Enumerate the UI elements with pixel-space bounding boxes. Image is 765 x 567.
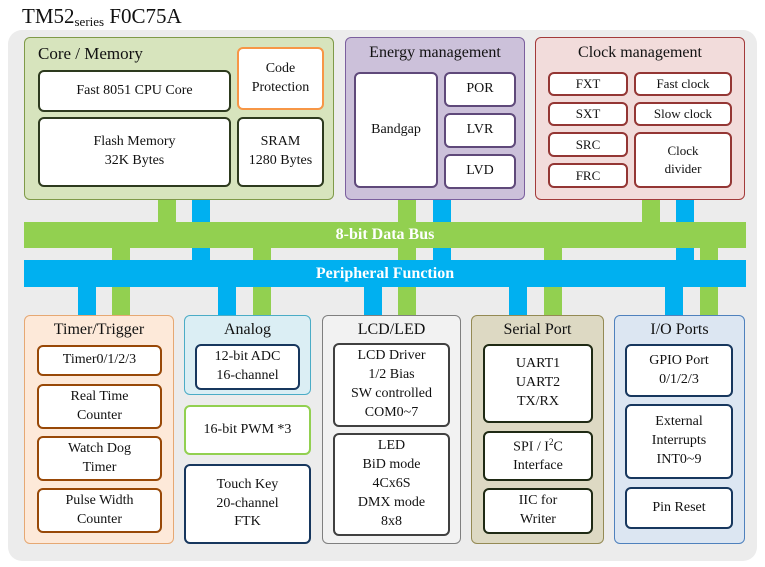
pulse-width-box: Pulse Width Counter: [37, 488, 162, 533]
clock-heading: Clock management: [578, 44, 702, 61]
data-bus: 8-bit Data Bus: [24, 222, 746, 248]
serial-heading: Serial Port: [503, 321, 572, 338]
iic-writer-box: IIC for Writer: [483, 488, 593, 534]
chip-title: TM52series F0C75A: [22, 4, 182, 29]
flash-memory-box: Flash Memory 32K Bytes: [38, 117, 231, 187]
pwm-box: 16-bit PWM *3: [184, 405, 311, 455]
clock-data-connector: [642, 200, 660, 222]
src-box: SRC: [548, 132, 628, 157]
touch-key-box: Touch Key 20-channel FTK: [184, 464, 311, 544]
energy-data-connector: [398, 200, 416, 222]
io-heading: I/O Ports: [650, 321, 709, 338]
timer0123-box: Timer0/1/2/3: [37, 345, 162, 376]
energy-heading: Energy management: [369, 44, 501, 61]
lcd-led-heading: LCD/LED: [357, 321, 426, 338]
lcd-driver-box: LCD Driver 1/2 Bias SW controlled COM0~7: [333, 343, 450, 427]
adc-box: 12-bit ADC 16-channel: [195, 344, 300, 390]
fxt-box: FXT: [548, 72, 628, 96]
clock-divider-box: Clock divider: [634, 132, 732, 188]
io-periph-connector: [665, 287, 683, 315]
timer-heading: Timer/Trigger: [53, 321, 145, 338]
cpu-core-box: Fast 8051 CPU Core: [38, 70, 231, 112]
led-box: LED BiD mode 4Cx6S DMX mode 8x8: [333, 433, 450, 536]
por-box: POR: [444, 72, 516, 107]
fast-clock-box: Fast clock: [634, 72, 732, 96]
pin-reset-box: Pin Reset: [625, 487, 733, 529]
spi-i2c-box: SPI / I2C Interface: [483, 431, 593, 481]
analog-heading: Analog: [223, 321, 272, 338]
sram-box: SRAM 1280 Bytes: [237, 117, 324, 187]
ext-interrupts-box: External Interrupts INT0~9: [625, 404, 733, 479]
serial-periph-connector: [509, 287, 527, 315]
uart-box: UART1 UART2 TX/RX: [483, 344, 593, 423]
core-data-connector: [158, 200, 176, 222]
bandgap-box: Bandgap: [354, 72, 438, 188]
lvr-box: LVR: [444, 113, 516, 148]
analog-periph-connector: [218, 287, 236, 315]
frc-box: FRC: [548, 163, 628, 188]
peripheral-bus: Peripheral Function: [24, 260, 746, 287]
core-memory-heading: Core / Memory: [38, 44, 143, 63]
timer-periph-connector: [78, 287, 96, 315]
rtc-box: Real Time Counter: [37, 384, 162, 429]
code-protection-box: Code Protection: [237, 47, 324, 110]
slow-clock-box: Slow clock: [634, 102, 732, 126]
gpio-box: GPIO Port 0/1/2/3: [625, 344, 733, 397]
watchdog-box: Watch Dog Timer: [37, 436, 162, 481]
spi-i2c-label: SPI / I2C Interface: [513, 436, 563, 474]
lcd-periph-connector: [364, 287, 382, 315]
sxt-box: SXT: [548, 102, 628, 126]
lvd-box: LVD: [444, 154, 516, 189]
